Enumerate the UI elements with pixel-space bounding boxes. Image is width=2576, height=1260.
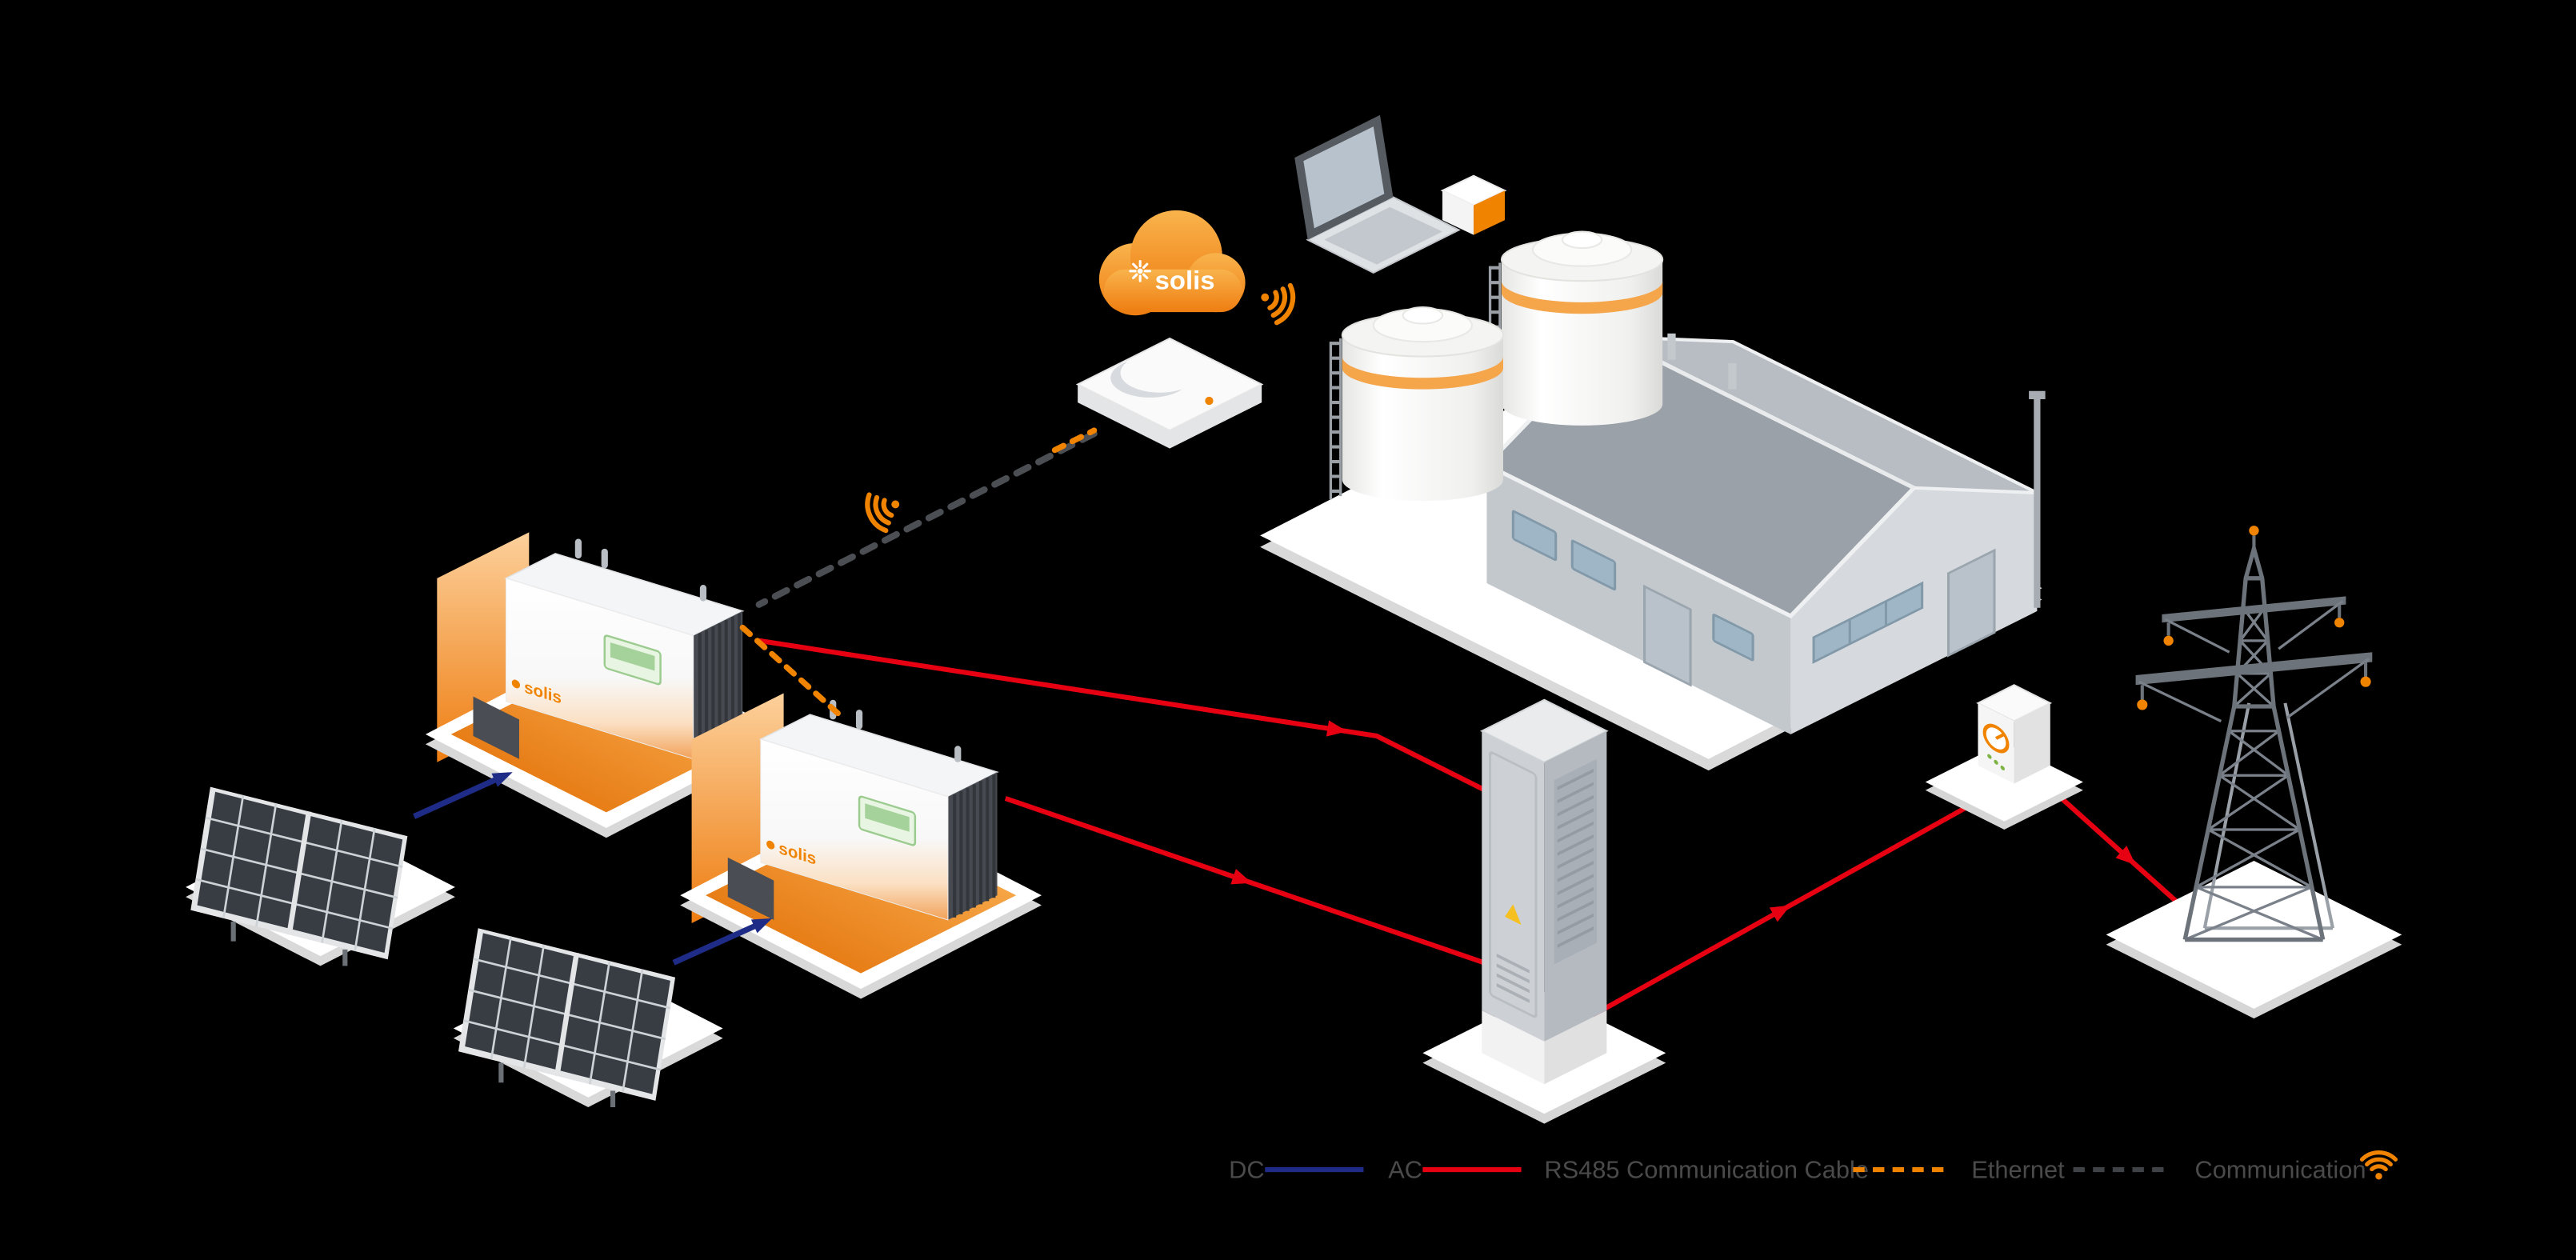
- cabinet-warning-icon: [1505, 904, 1522, 926]
- building-window-strip: [1812, 581, 1924, 664]
- tower-arm-upper: [2162, 596, 2346, 623]
- tower-insulator-strings: [2140, 535, 2368, 700]
- datalogger-wifi-icon: [862, 485, 907, 534]
- smart-meter: [1925, 684, 2083, 830]
- legend: DC AC RS485 Communication Cable Ethernet…: [1229, 1153, 2396, 1183]
- building-pipe-cap: [2029, 390, 2046, 399]
- legend-item-ac: AC: [1388, 1155, 1522, 1183]
- building-wall-left: [1486, 465, 1791, 734]
- cabinet-grille-slits: [1557, 769, 1594, 948]
- solis-cloud: solis: [1098, 210, 1246, 316]
- legend-label-ac: AC: [1388, 1155, 1422, 1183]
- legend-label-communication: Communication: [2195, 1155, 2366, 1183]
- roof-vent-1: [1667, 333, 1676, 360]
- ac-lines: [758, 638, 2210, 1038]
- meter-gauge: [1982, 723, 2010, 754]
- meter-side: [2014, 702, 2050, 784]
- router-led: [1205, 396, 1214, 406]
- ac-line-cabinet-to-meter: [1556, 806, 1966, 1038]
- ac-arrowhead-1: [1326, 720, 1347, 737]
- ethernet-dashed-line: [755, 430, 1098, 608]
- tank2-body: [1501, 259, 1663, 426]
- tank1-cap: [1402, 306, 1444, 325]
- legend-wifi-icon: [2362, 1153, 2396, 1180]
- building-window-3: [1712, 614, 1754, 662]
- legend-item-dc: DC: [1229, 1155, 1364, 1183]
- meter-led-2: [1994, 759, 1998, 765]
- factory-building: [1483, 333, 2046, 734]
- dc-arrowhead-1: [491, 772, 513, 787]
- factory-site: [1260, 230, 2046, 771]
- cabinet-base-side: [1544, 1010, 1607, 1085]
- legend-item-rs485: RS485 Communication Cable: [1544, 1155, 1952, 1183]
- pv-array-2: [454, 928, 723, 1107]
- tank1-body: [1342, 334, 1504, 502]
- tower-arm-lower: [2135, 652, 2373, 686]
- legend-label-ethernet: Ethernet: [1971, 1155, 2065, 1183]
- tank1-band: [1342, 356, 1504, 390]
- tower-insulator-1: [2137, 699, 2148, 710]
- cabinet-vent-slits: [1496, 954, 1530, 1003]
- cloud-base: [1104, 269, 1242, 313]
- dc-arrowhead-2: [750, 918, 773, 934]
- cabinet-front: [1482, 730, 1545, 1042]
- building-window-1: [1511, 510, 1558, 562]
- inverter-2: [680, 694, 1042, 999]
- ac-arrowhead-4: [2115, 846, 2136, 866]
- tower-insulator-2: [2360, 676, 2371, 687]
- legend-item-ethernet: Ethernet: [1971, 1155, 2172, 1183]
- dc-line-1: [413, 776, 499, 819]
- router-inset-highlight: [1120, 353, 1200, 393]
- building-window-2: [1570, 539, 1617, 591]
- cabinet-door: [1489, 751, 1538, 1018]
- laptop-keys: [1324, 206, 1443, 265]
- ac-line-inverter2-to-cabinet: [1004, 796, 1505, 972]
- cloud-logo-burst: [1129, 259, 1152, 282]
- legend-label-dc: DC: [1229, 1155, 1264, 1183]
- tower-insulator-5: [2249, 526, 2259, 536]
- meter-led-1: [1987, 754, 1992, 759]
- tower-arm-braces: [2138, 600, 2370, 722]
- storage-tank-2: [1488, 230, 1664, 426]
- router-body: [1078, 384, 1262, 449]
- grid-tower: [2106, 526, 2402, 1019]
- ac-arrowhead-2: [1230, 869, 1252, 885]
- building-door-left: [1643, 584, 1692, 687]
- tower-insulator-3: [2163, 635, 2174, 646]
- cloud-wifi-icon: [1254, 278, 1298, 326]
- rs485-dashed-line-2: [1051, 427, 1098, 454]
- dc-line-2: [672, 922, 759, 966]
- legend-label-rs485: RS485 Communication Cable: [1544, 1155, 1869, 1183]
- laptop: [1294, 114, 1461, 274]
- tower-platform: [2106, 861, 2402, 1009]
- building-door-right: [1946, 548, 1996, 658]
- router: [1075, 337, 1264, 449]
- cloud-label: solis: [1155, 265, 1215, 294]
- meter-led-3: [2000, 766, 2005, 770]
- tank2-band: [1501, 281, 1663, 314]
- rs485-dashed-line-1: [739, 624, 845, 719]
- laptop-display: [1303, 126, 1385, 229]
- dc-arrows: [491, 772, 773, 934]
- cabinet-base-front: [1482, 1010, 1545, 1085]
- ac-arrows: [1230, 720, 2136, 922]
- dc-lines: [413, 776, 759, 966]
- tower-insulator-4: [2334, 618, 2345, 628]
- ac-arrowhead-3: [1769, 905, 1791, 922]
- building-window-mullions: [1848, 600, 1887, 645]
- ac-line-inverter1-to-cabinet: [758, 638, 1516, 807]
- storage-tank-1: [1329, 306, 1505, 502]
- legend-item-communication: Communication: [2195, 1153, 2396, 1183]
- cabinet-grille: [1554, 758, 1598, 965]
- tank2-cap: [1561, 230, 1603, 250]
- roof-vent-2: [1728, 362, 1737, 390]
- distribution-cabinet: [1422, 698, 1666, 1124]
- meter-needle: [1994, 733, 2005, 740]
